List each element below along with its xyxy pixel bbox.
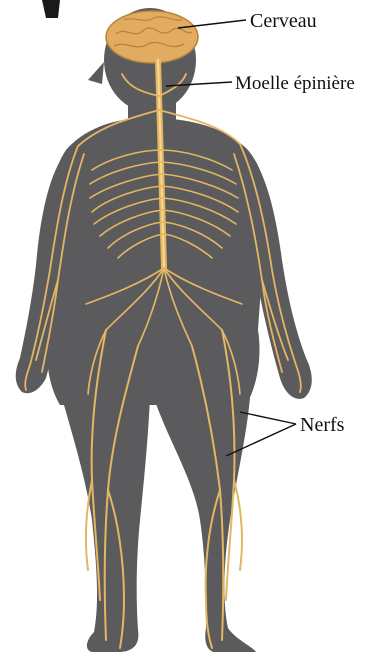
spinal-cord-label: Moelle épinière: [235, 73, 355, 94]
body-silhouette: [16, 8, 312, 652]
cropped-letter-mark: [42, 0, 60, 18]
nerves-leader-line-upper: [240, 412, 296, 424]
nerves-label: Nerfs: [300, 414, 345, 436]
brain-label: Cerveau: [250, 10, 317, 32]
brain: [106, 11, 198, 63]
